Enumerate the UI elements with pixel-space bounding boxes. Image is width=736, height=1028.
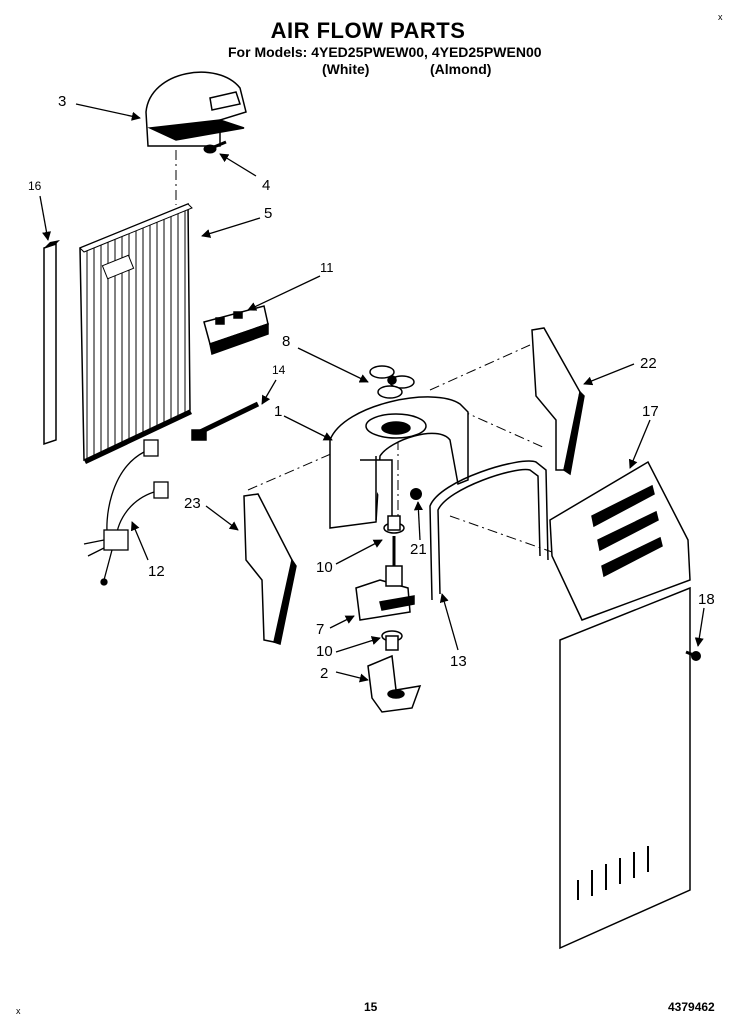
callout-labels: 3 4 5 16 11 8 14 1 22 17 23 12 10 21 7 1… [28,93,715,682]
part-7-fan-motor [355,536,415,621]
part-1-fan-housing [329,396,469,529]
callout-leaders [39,103,705,683]
page-title: AIR FLOW PARTS [270,18,466,43]
part-10-grommet-lower [381,630,403,651]
models-line: For Models: 4YED25PWEW00, 4YED25PWEN00 [228,44,542,60]
callout-10-lower: 10 [316,643,333,660]
corner-mark-bottom: x [16,1006,21,1016]
callout-4: 4 [262,177,270,194]
back-panel [559,586,691,950]
part-2-motor-bracket [367,654,422,713]
callout-5: 5 [264,205,272,222]
callout-21: 21 [410,541,427,558]
callout-10-upper: 10 [316,559,333,576]
part-8-fan-blade [369,365,415,399]
corner-mark-top: x [718,12,723,22]
part-5-evaporator-coil [79,202,193,464]
part-10-grommet-upper [383,515,405,534]
part-16-gasket-strip [43,240,60,446]
callout-16: 16 [28,179,42,193]
callout-1: 1 [274,403,282,420]
callout-13: 13 [450,653,467,670]
callout-8: 8 [282,333,290,350]
variant-white: (White) [322,61,370,77]
callout-2: 2 [320,665,328,682]
document-part-number: 4379462 [668,1000,715,1014]
assembly-guide-lines [175,150,553,553]
callout-23: 23 [184,495,201,512]
part-23-side-panel [243,493,297,645]
callout-7: 7 [316,621,324,638]
page-number: 15 [364,1000,378,1014]
callout-11: 11 [320,260,334,275]
part-17-duct-cover [549,460,691,621]
part-21-screw [410,488,422,500]
part-11-bracket [203,305,269,355]
callout-3: 3 [58,93,66,110]
callout-17: 17 [642,403,659,420]
part-13-u-gasket [429,460,549,601]
part-18-screw [685,650,701,661]
part-12-wiring-harness [83,439,169,586]
part-4-screw [203,140,227,154]
callout-14: 14 [272,363,286,377]
callout-12: 12 [148,563,165,580]
part-3-duct-cover [145,71,247,147]
variant-almond: (Almond) [430,61,492,77]
part-14-heater [191,401,260,441]
part-22-side-panel [531,327,585,476]
callout-22: 22 [640,355,657,372]
callout-18: 18 [698,591,715,608]
